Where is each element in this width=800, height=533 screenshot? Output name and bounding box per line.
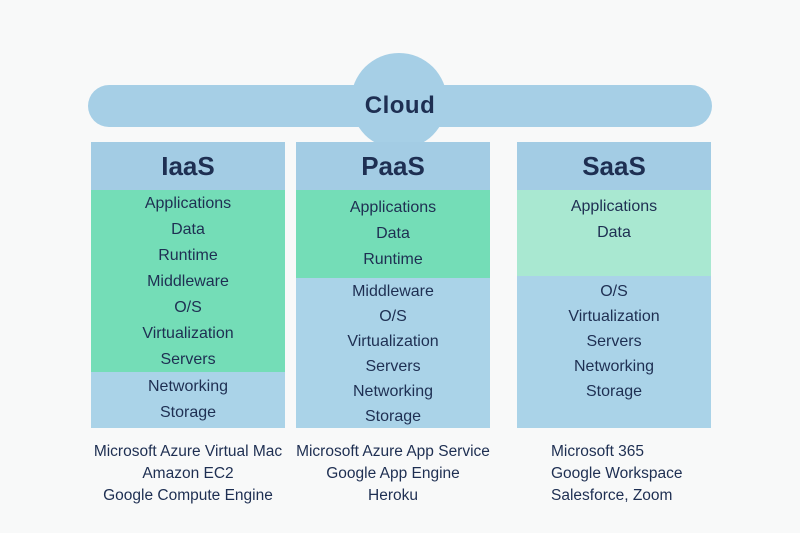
layer-item: Applications [349,199,437,216]
layer-item: Storage [585,383,643,400]
layer-item: O/S [174,299,202,316]
layer-item: Networking [352,383,434,400]
layer-item: Data [171,221,205,238]
example-item: Heroku [368,487,418,504]
layer-item: Runtime [363,251,423,268]
example-item: Microsoft Azure Virtual Mac [93,443,283,460]
layer-item: Servers [160,351,216,368]
layer-item: Applications [144,195,232,212]
layer-item: Networking [147,378,229,395]
example-item: Google Compute Engine [103,487,273,504]
column-header-iaas: IaaS [91,142,285,190]
layer-item: Servers [365,358,421,375]
layer-item: Runtime [158,247,218,264]
layer-item: O/S [600,283,628,300]
column-header-saas: SaaS [517,142,711,190]
example-item: Microsoft 365 [551,443,645,460]
layer-item: Virtualization [142,325,234,342]
layer-item: Storage [159,404,217,421]
example-item: Google App Engine [326,465,460,482]
layer-item: Data [376,225,410,242]
layer-item: Data [597,224,631,241]
layer-item: Networking [573,358,655,375]
layer-item: Middleware [352,283,434,300]
example-item: Google Workspace [551,465,683,482]
layer-item: Middleware [147,273,229,290]
example-item: Amazon EC2 [142,465,234,482]
example-item: Microsoft Azure App Service [296,443,490,460]
layer-item: Virtualization [347,333,439,350]
layer-item: Applications [570,198,658,215]
example-item: Salesforce, Zoom [551,487,673,504]
cloud-header-bar: Cloud [88,85,712,127]
layer-item: Storage [364,408,422,425]
layer-item: Virtualization [568,308,660,325]
cloud-title: Cloud [364,92,436,119]
layer-item: O/S [379,308,407,325]
column-header-paas: PaaS [296,142,490,190]
layer-item: Servers [586,333,642,350]
